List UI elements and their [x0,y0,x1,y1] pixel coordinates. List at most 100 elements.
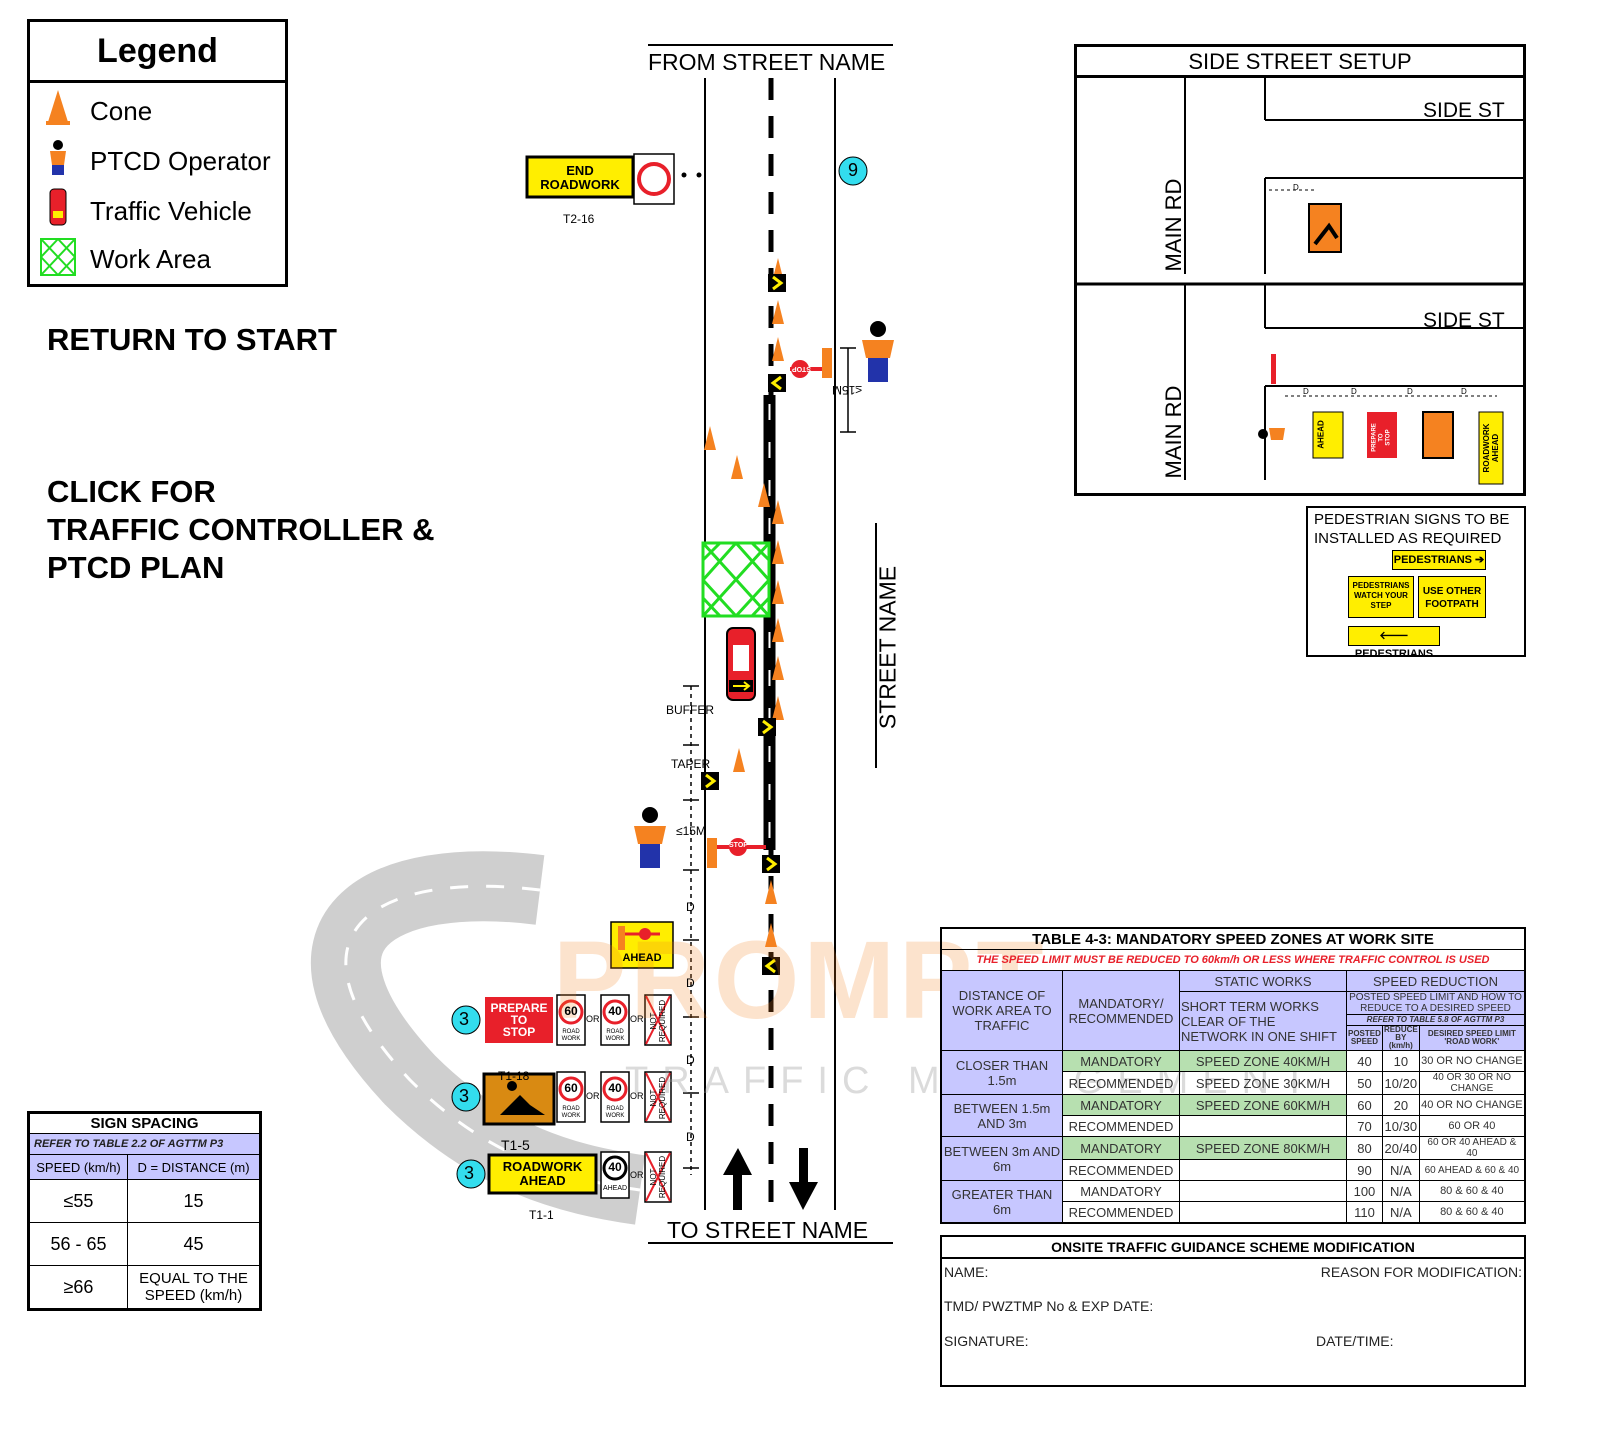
col-speed: SPEED (km/h) [28,1154,128,1180]
or-label: OR [586,1014,600,1024]
side-ahead-text: AHEAD [1316,420,1326,449]
pts-line: STOP [502,1025,536,1039]
legend-label-cone: Cone [90,96,153,126]
zone-reduce: 20/40 [1381,1136,1420,1160]
cone-icon [46,90,70,125]
sign-code-t1-5: T1-5 [501,1137,530,1153]
mod-datetime[interactable]: DATE/TIME: [1316,1333,1394,1349]
mod-title: ONSITE TRAFFIC GUIDANCE SCHEME MODIFICAT… [942,1237,1524,1259]
nr-line: REQUIRED [658,1076,667,1120]
ped-title-line: PEDESTRIAN SIGNS TO BE [1314,511,1510,528]
h-mandatory: MANDATORY/ RECOMMENDED [1062,970,1180,1051]
side-street-drawing [1077,78,1523,485]
cone [772,580,784,604]
traffic-vehicle [726,627,756,701]
operator-icon [50,140,66,175]
stop-text: STOP [792,365,811,372]
sign-spacing-title: SIGN SPACING [28,1112,261,1134]
sign-code-t2-16: T2-16 [563,212,595,226]
zone-desired: 60 AHEAD & 60 & 40 [1418,1159,1526,1181]
h-desired: DESIRED SPEED LIMIT 'ROAD WORK' [1418,1025,1526,1051]
zone-speed [1179,1201,1347,1224]
spacing-distance: 45 [127,1222,261,1266]
link-line-1: CLICK FOR [47,474,216,509]
uof-line: USE OTHER [1422,586,1482,597]
zone-distance: GREATER THAN 6m [940,1180,1063,1224]
d-label: D [686,1053,695,1067]
mod-reason[interactable]: REASON FOR MODIFICATION: [1320,1264,1522,1280]
le15-label: ≤15M [676,824,706,838]
rw-line: ROAD [606,1029,624,1035]
h-reduce: REDUCE BY (km/h) [1381,1025,1420,1051]
ahead-small-text: AHEAD [602,1185,628,1192]
or-label: OR [586,1091,600,1101]
ahead-text: AHEAD [622,952,662,964]
zone-type: MANDATORY [1062,1136,1180,1160]
rw-line: ROAD [562,1029,580,1035]
legend-label-operator: PTCD Operator [90,146,271,176]
zone-type: MANDATORY [1062,1180,1180,1202]
speed-40: 40 [608,1160,622,1174]
cone [704,426,716,450]
vehicle-icon [49,188,67,226]
rwa-line: ROADWORK [502,1159,583,1174]
nr-line: NOT [649,1012,658,1030]
zone-reduce: N/A [1381,1180,1420,1202]
mod-signature[interactable]: SIGNATURE: [944,1333,1029,1349]
mod-name[interactable]: NAME: [944,1264,989,1280]
mod-tmd[interactable]: TMD/ PWZTMP No & EXP DATE: [944,1298,1154,1314]
zone-posted: 40 [1346,1050,1383,1072]
to-street-label: TO STREET NAME [667,1217,869,1243]
rw-line: WORK [561,1036,581,1042]
or-label: OR [630,1014,644,1024]
street-name-label: STREET NAME [874,565,901,730]
d-label: D [1461,387,1467,396]
d-label: D [1303,387,1309,396]
prepare-to-stop-sign [485,997,553,1043]
end-roadwork-sign [525,155,635,199]
d-label: D [1407,387,1413,396]
ped-title-line: INSTALLED AS REQUIRED [1314,530,1502,547]
cone [772,656,784,680]
badge-3-label: 3 [464,1163,475,1183]
col-distance: D = DISTANCE (m) [127,1154,261,1180]
zone-type: MANDATORY [1062,1050,1180,1072]
cone [765,880,777,904]
zone-speed [1179,1180,1347,1202]
sign-code-t1-1: T1-1 [529,1208,554,1222]
stop-boom-top [790,348,832,378]
zone-desired: 60 OR 40 [1418,1115,1526,1137]
pts-line: PREPARE [490,1001,548,1015]
zone-distance: BETWEEN 3m AND 6m [940,1136,1063,1181]
badge-9 [838,156,868,186]
legend-title: Legend [30,22,285,83]
cone [772,500,784,524]
cone [733,748,745,772]
roadwork-ahead-sign [487,1153,598,1195]
zone-desired: 40 OR NO CHANGE [1418,1094,1526,1116]
zone-posted: 60 [1346,1094,1383,1116]
return-to-start-link[interactable]: RETURN TO START [47,322,337,357]
modification-form: ONSITE TRAFFIC GUIDANCE SCHEME MODIFICAT… [940,1235,1526,1387]
end-roadwork-line: ROADWORK [540,177,620,192]
rw-line: WORK [605,1036,625,1042]
rw-line: ROAD [606,1106,624,1112]
cone [772,540,784,564]
h-distance: DISTANCE OF WORK AREA TO TRAFFIC [940,970,1063,1051]
traffic-controller-plan-link[interactable]: CLICK FOR TRAFFIC CONTROLLER & PTCD PLAN [47,473,434,587]
zone-speed: SPEED ZONE 80KM/H [1179,1136,1347,1160]
nr-line: REQUIRED [658,1155,667,1199]
side-pts-line: STOP [1385,429,1392,446]
cone [731,455,743,479]
zone-reduce: 20 [1381,1094,1420,1116]
cone [765,923,777,947]
rw-line: ROAD [562,1106,580,1112]
pedestrian-title: PEDESTRIAN SIGNS TO BE INSTALLED AS REQUI… [1314,510,1509,548]
le15-label-top: ≤15M [832,383,862,397]
